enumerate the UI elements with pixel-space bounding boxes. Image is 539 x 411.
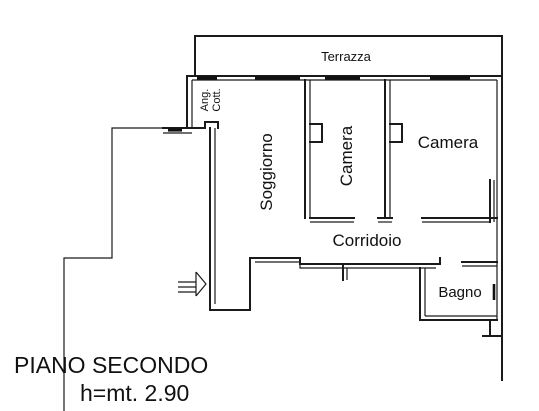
living-camera-partition xyxy=(304,79,355,223)
outer-walls xyxy=(162,75,503,381)
room-label-kitchenette-line1: Ang. xyxy=(199,89,211,112)
kitchenette-partition xyxy=(191,121,251,311)
entrance-symbol xyxy=(178,271,207,297)
plan-height-note: h=mt. 2.90 xyxy=(80,380,189,406)
room-label-bedroom-1: Camera xyxy=(337,125,356,186)
room-label-kitchenette-line2: Cott. xyxy=(211,88,223,111)
bathroom-walls xyxy=(419,267,503,337)
corridor-walls xyxy=(249,257,498,281)
adjacent-building xyxy=(63,127,163,411)
room-label-corridor: Corridoio xyxy=(333,231,402,250)
terrace-outline xyxy=(194,35,503,77)
room-label-terrace: Terrazza xyxy=(321,49,372,64)
room-label-bathroom: Bagno xyxy=(438,284,481,301)
camera-camera-partition xyxy=(377,79,498,223)
room-label-living: Soggiorno xyxy=(257,133,276,211)
plan-title: PIANO SECONDO xyxy=(14,352,208,378)
room-label-bedroom-2: Camera xyxy=(418,133,479,152)
